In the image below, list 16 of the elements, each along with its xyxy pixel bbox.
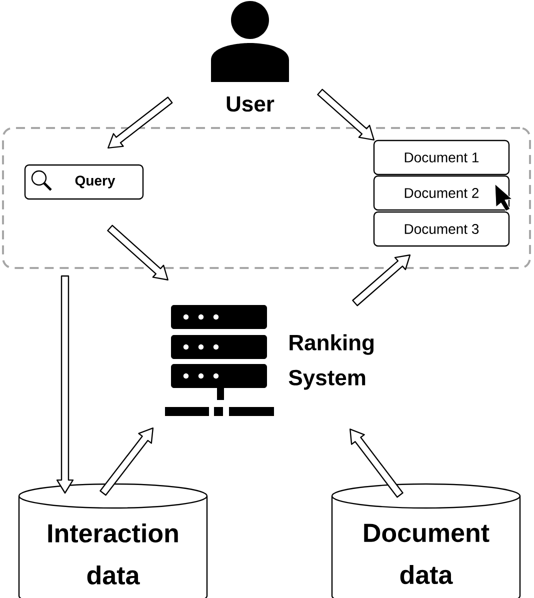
block-arrow <box>56 275 74 494</box>
result-item: Document 3 <box>373 211 510 247</box>
database-cylinder: Interaction data <box>18 483 208 598</box>
block-arrow <box>350 428 404 498</box>
block-arrow <box>317 88 375 141</box>
block-arrow <box>352 254 411 306</box>
system-label: Ranking System <box>288 334 374 390</box>
result-item: Document 1 <box>373 140 510 176</box>
block-arrow <box>108 96 173 149</box>
block-arrow <box>100 427 154 496</box>
interface-frame <box>2 127 531 269</box>
database-cylinder: Document data <box>331 483 521 598</box>
result-item: Document 2 <box>373 175 510 211</box>
block-arrow <box>107 224 168 280</box>
search-field: Query <box>24 164 144 200</box>
user-label: User <box>226 96 274 112</box>
